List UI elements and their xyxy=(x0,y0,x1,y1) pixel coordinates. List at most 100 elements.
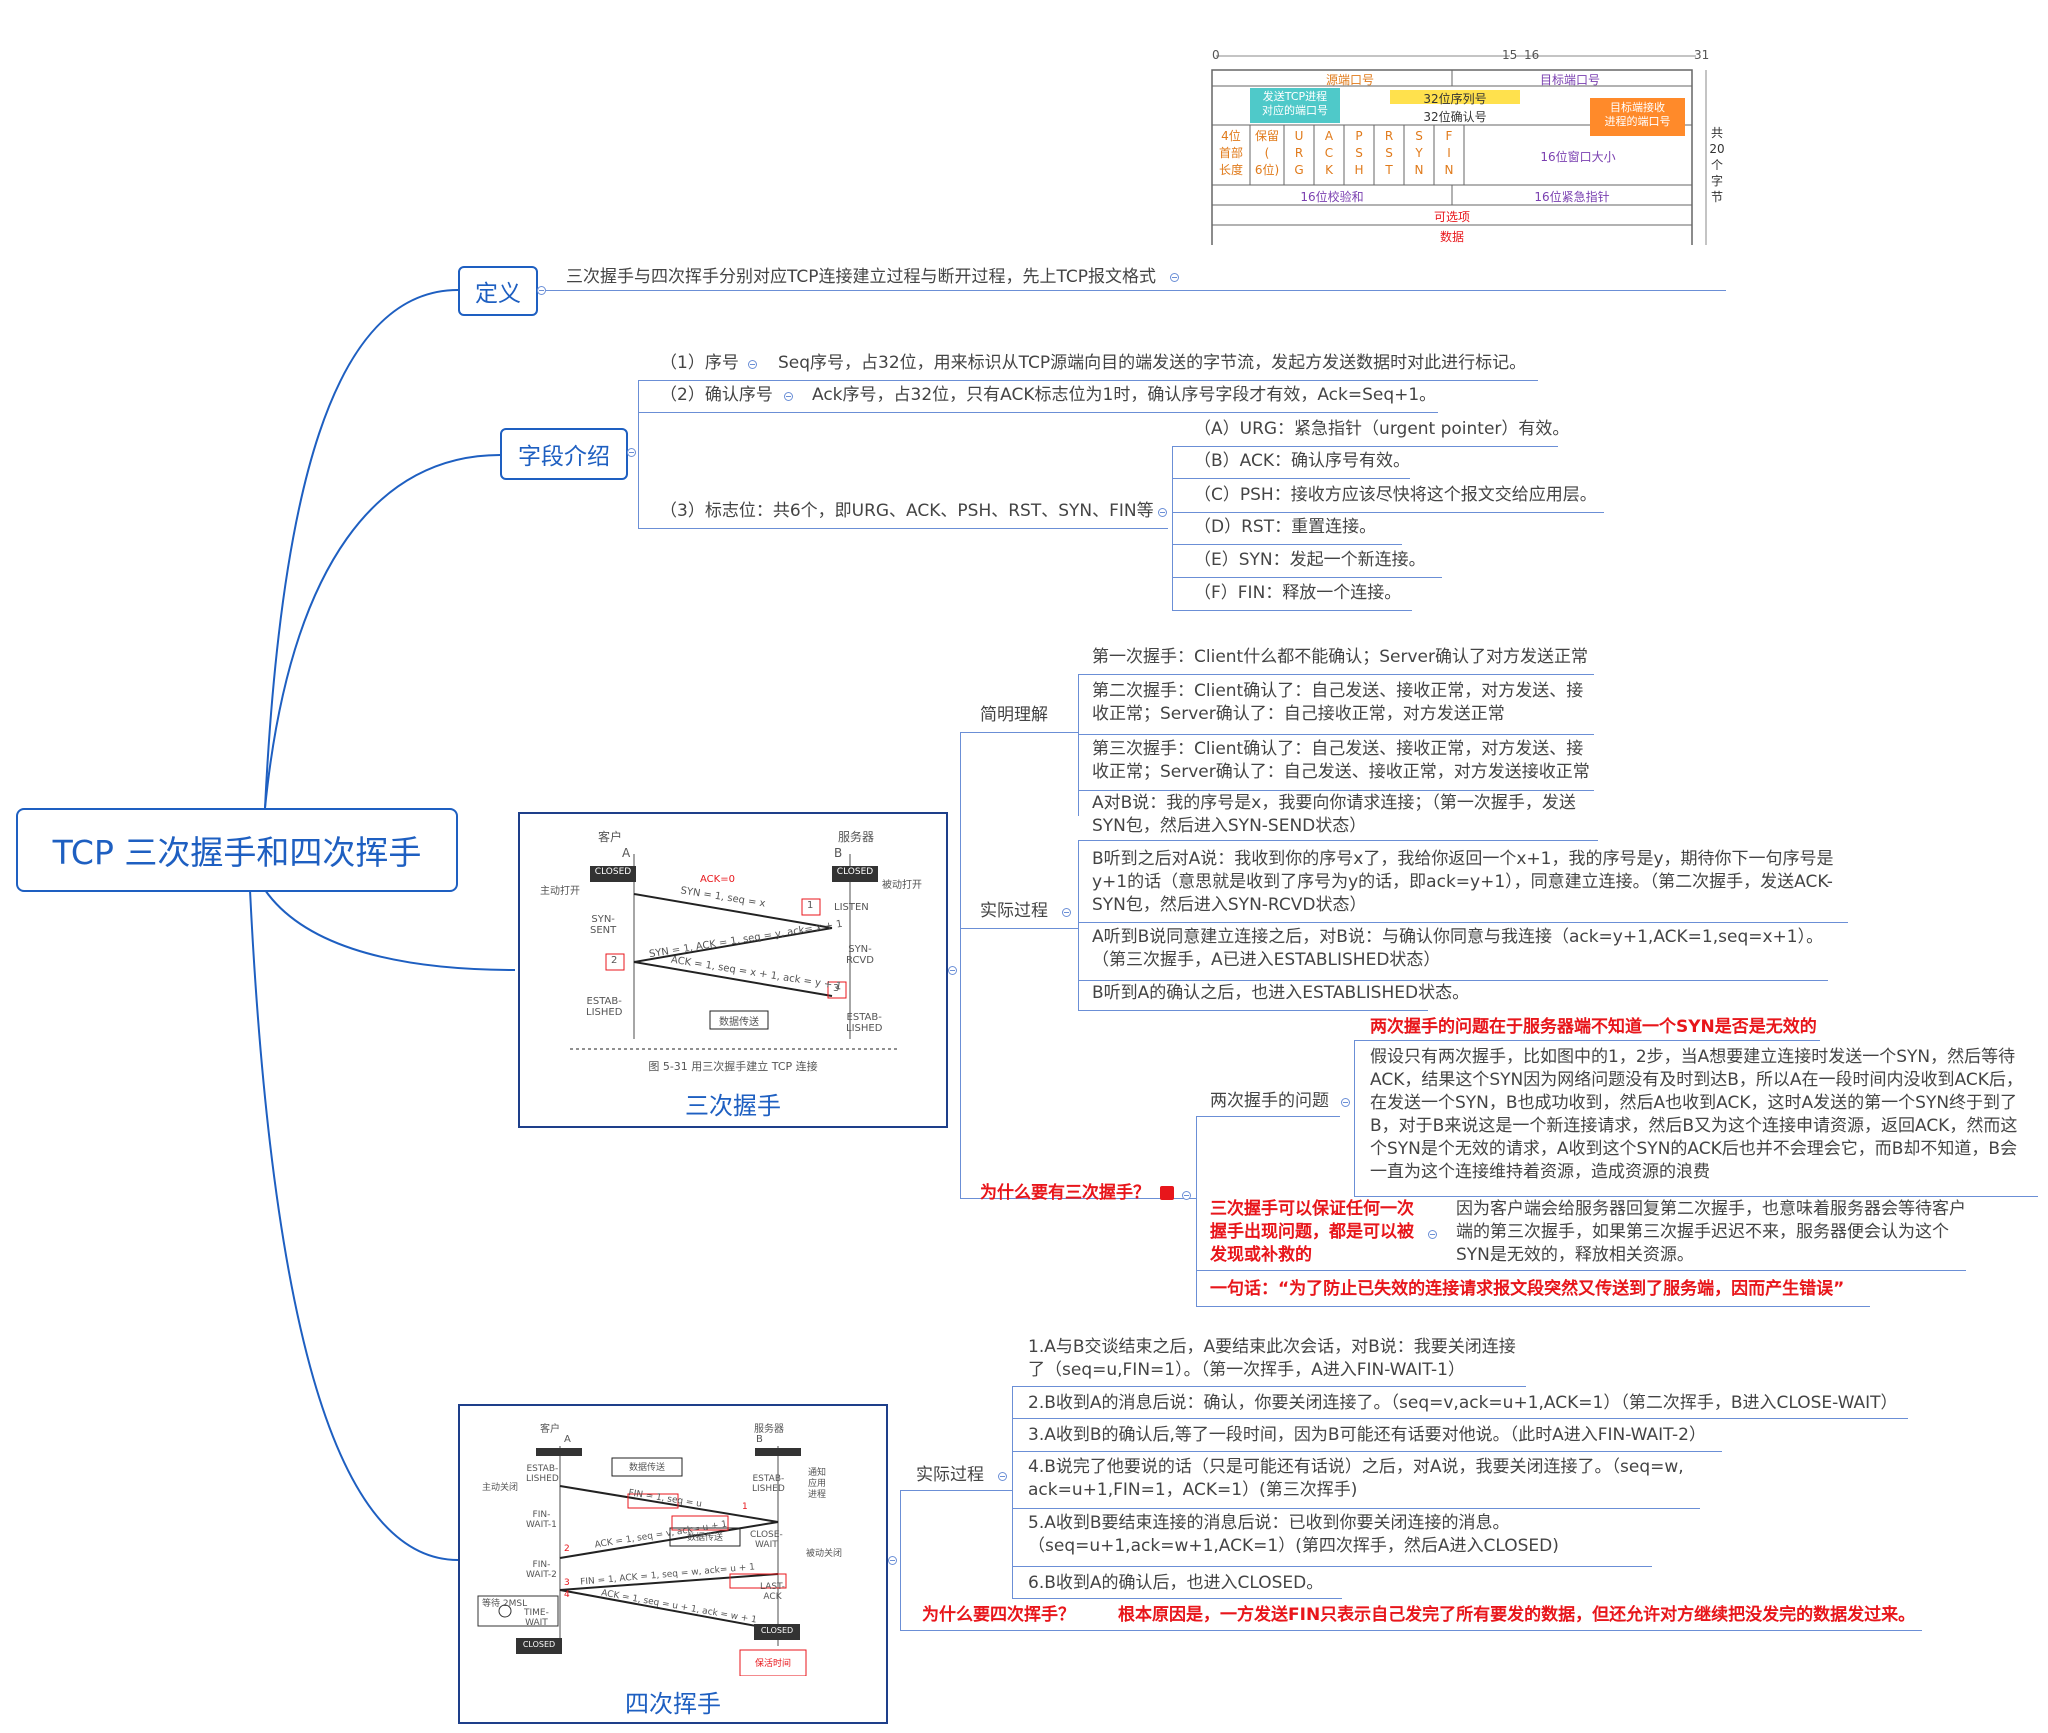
flag-item: （A）URG：紧急指针（urgent pointer）有效。 xyxy=(1194,419,1570,439)
collapse-icon[interactable] xyxy=(1170,273,1179,282)
collapse-icon[interactable] xyxy=(784,392,793,401)
tw-closed-b: CLOSED xyxy=(836,867,874,877)
window-size: 16位窗口大小 xyxy=(1540,150,1616,164)
simple-item: 第一次握手：Client什么都不能确认；Server确认了对方发送正常 xyxy=(1092,647,1588,667)
collapse-icon[interactable] xyxy=(998,1472,1007,1481)
fw-item-line xyxy=(1012,1451,1722,1452)
flag-ack: A C K xyxy=(1324,129,1334,177)
flag-item: （C）PSH：接收方应该尽快将这个报文交给应用层。 xyxy=(1194,485,1597,505)
collapse-icon[interactable] xyxy=(1182,1191,1191,1200)
fw-n1: 1 xyxy=(742,1502,748,1512)
collapse-icon[interactable] xyxy=(1341,1098,1350,1107)
fields-ack-label: （2）确认序号 xyxy=(660,385,773,405)
fields-ack-line xyxy=(638,412,1438,413)
flag-rst: R S T xyxy=(1384,129,1394,177)
three-way-figure xyxy=(570,854,900,1050)
tw-server: 服务器 xyxy=(838,830,875,844)
fields-label: 字段介绍 xyxy=(518,444,610,470)
process-bracket xyxy=(1078,840,1079,1010)
tw-listen: LISTEN xyxy=(834,902,869,913)
tw-syn-rcvd: SYN- RCVD xyxy=(846,944,874,966)
tw-syn-sent: SYN- SENT xyxy=(590,914,617,936)
simple-item: 第三次握手：Client确认了：自己发送、接收正常，对方发送、接收正常；Serv… xyxy=(1092,739,1590,782)
src-port: 源端口号 xyxy=(1325,73,1374,87)
fw-why-text: 根本原因是，一方发送FIN只表示自己发完了所有要发的数据，但还允许对方继续把没发… xyxy=(1118,1605,1916,1625)
fw-fin-wait1: FIN- WAIT-1 xyxy=(526,1510,557,1530)
collapse-icon[interactable] xyxy=(1428,1230,1437,1239)
fw-passive-close: 被动关闭 xyxy=(806,1549,843,1559)
two-problem-label: 两次握手的问题 xyxy=(1210,1091,1329,1111)
tw-closed-a: CLOSED xyxy=(594,867,632,877)
tw-estab-a: ESTAB- LISHED xyxy=(586,996,623,1018)
reserved-field: 保留 ( 6位) xyxy=(1254,129,1280,177)
tw-n1: 1 xyxy=(807,900,814,911)
tw-active-open: 主动打开 xyxy=(540,886,580,897)
collapse-icon[interactable] xyxy=(748,360,757,369)
fw-a: A xyxy=(564,1434,571,1445)
three-way-bracket xyxy=(960,732,961,1198)
flag-fin: F I N xyxy=(1444,129,1454,177)
tw-fig-caption: 图 5-31 用三次握手建立 TCP 连接 xyxy=(648,1060,818,1073)
options: 可选项 xyxy=(1433,210,1470,224)
fields-node[interactable]: 字段介绍 xyxy=(500,428,628,480)
bit-16: 16 xyxy=(1524,48,1540,62)
fw-b: B xyxy=(756,1434,763,1445)
process-line xyxy=(960,928,1078,929)
tw-b: B xyxy=(834,846,843,860)
collapse-icon[interactable] xyxy=(537,286,546,295)
collapse-icon[interactable] xyxy=(888,1556,897,1565)
definition-underline xyxy=(546,290,1726,291)
definition-node[interactable]: 定义 xyxy=(458,266,538,316)
fw-estab-b: ESTAB- LISHED xyxy=(752,1474,785,1494)
simple-item: 第二次握手：Client确认了：自己发送、接收正常，对方发送、接收正常；Serv… xyxy=(1092,681,1584,724)
tw-ack0: ACK=0 xyxy=(700,874,735,885)
process-item: A听到B说同意建立连接之后，对B说：与确认你同意与我连接（ack=y+1,ACK… xyxy=(1092,927,1824,970)
collapse-icon[interactable] xyxy=(1158,508,1167,517)
fw-notify: 通知 应用 进程 xyxy=(808,1468,827,1500)
three-way-caption: 三次握手 xyxy=(685,1092,781,1120)
two-problem-title: 两次握手的问题在于服务器端不知道一个SYN是否是无效的 xyxy=(1370,1017,1817,1037)
checksum: 16位校验和 xyxy=(1300,190,1364,204)
fw-data2: 数据传送 xyxy=(686,1533,723,1543)
three-guarantee-label: 三次握手可以保证任何一次握手出现问题，都是可以被发现或补救的 xyxy=(1210,1199,1414,1265)
why-bracket xyxy=(1196,1116,1197,1306)
flag-item: （D）RST：重置连接。 xyxy=(1194,517,1377,537)
tcp-header-frame xyxy=(1211,55,1707,266)
dst-port: 目标端口号 xyxy=(1539,73,1600,87)
fw-n3: 3 xyxy=(564,1578,570,1588)
fw-closed-b: CLOSED xyxy=(760,1626,794,1635)
bit-31: 31 xyxy=(1694,48,1710,62)
fw-estab-a: ESTAB- LISHED xyxy=(526,1464,559,1484)
flags-bracket xyxy=(1172,446,1173,610)
tw-passive-open: 被动打开 xyxy=(882,880,922,891)
definition-label: 定义 xyxy=(475,281,521,307)
fields-seq-label: （1）序号 xyxy=(660,353,739,373)
collapse-icon[interactable] xyxy=(1062,908,1071,917)
collapse-icon[interactable] xyxy=(627,448,636,457)
flag-item: （B）ACK：确认序号有效。 xyxy=(1194,451,1411,471)
fw-process-item: 4.B说完了他要说的话（只是可能还有话说）之后，对A说，我要关闭连接了。（seq… xyxy=(1028,1457,1684,1500)
root-node[interactable]: TCP 三次握手和四次挥手 xyxy=(16,808,458,892)
note-icon[interactable] xyxy=(1160,1186,1174,1200)
four-way-node[interactable]: 客户 服务器 A B ESTAB- LISHED ESTAB- LISHED 主… xyxy=(458,1404,888,1724)
fw-item-line xyxy=(1012,1566,1652,1567)
flag-line xyxy=(1172,544,1402,545)
three-way-node[interactable]: 客户 服务器 A B CLOSED CLOSED 主动打开 被动打开 ACK=0… xyxy=(518,812,948,1128)
collapse-icon[interactable] xyxy=(948,966,957,975)
seq-field: 32位序列号 xyxy=(1423,92,1487,106)
fields-bracket xyxy=(638,380,639,528)
fw-n2: 2 xyxy=(564,1544,570,1554)
process-item-line xyxy=(1078,1010,1428,1011)
three-guarantee-text: 因为客户端会给服务器回复第二次握手，也意味着服务器会等待客户端的第三次握手，如果… xyxy=(1456,1199,1966,1265)
two-problem-text-line xyxy=(1354,1196,2038,1197)
fw-item-line xyxy=(1012,1598,1342,1599)
definition-text: 三次握手与四次挥手分别对应TCP连接建立过程与断开过程，先上TCP报文格式 xyxy=(566,267,1157,287)
fields-flags-label: （3）标志位：共6个，即URG、ACK、PSH、RST、SYN、FIN等 xyxy=(660,501,1154,521)
simple-line xyxy=(960,732,1078,733)
fw-item-line xyxy=(1012,1508,1700,1509)
fw-process-line xyxy=(900,1490,1012,1491)
fields-ack-text: Ack序号，占32位，只有ACK标志位为1时，确认序号字段才有效，Ack=Seq… xyxy=(812,385,1437,405)
fw-process-label: 实际过程 xyxy=(916,1465,984,1485)
fw-process-item: 6.B收到A的确认后，也进入CLOSED。 xyxy=(1028,1573,1324,1593)
